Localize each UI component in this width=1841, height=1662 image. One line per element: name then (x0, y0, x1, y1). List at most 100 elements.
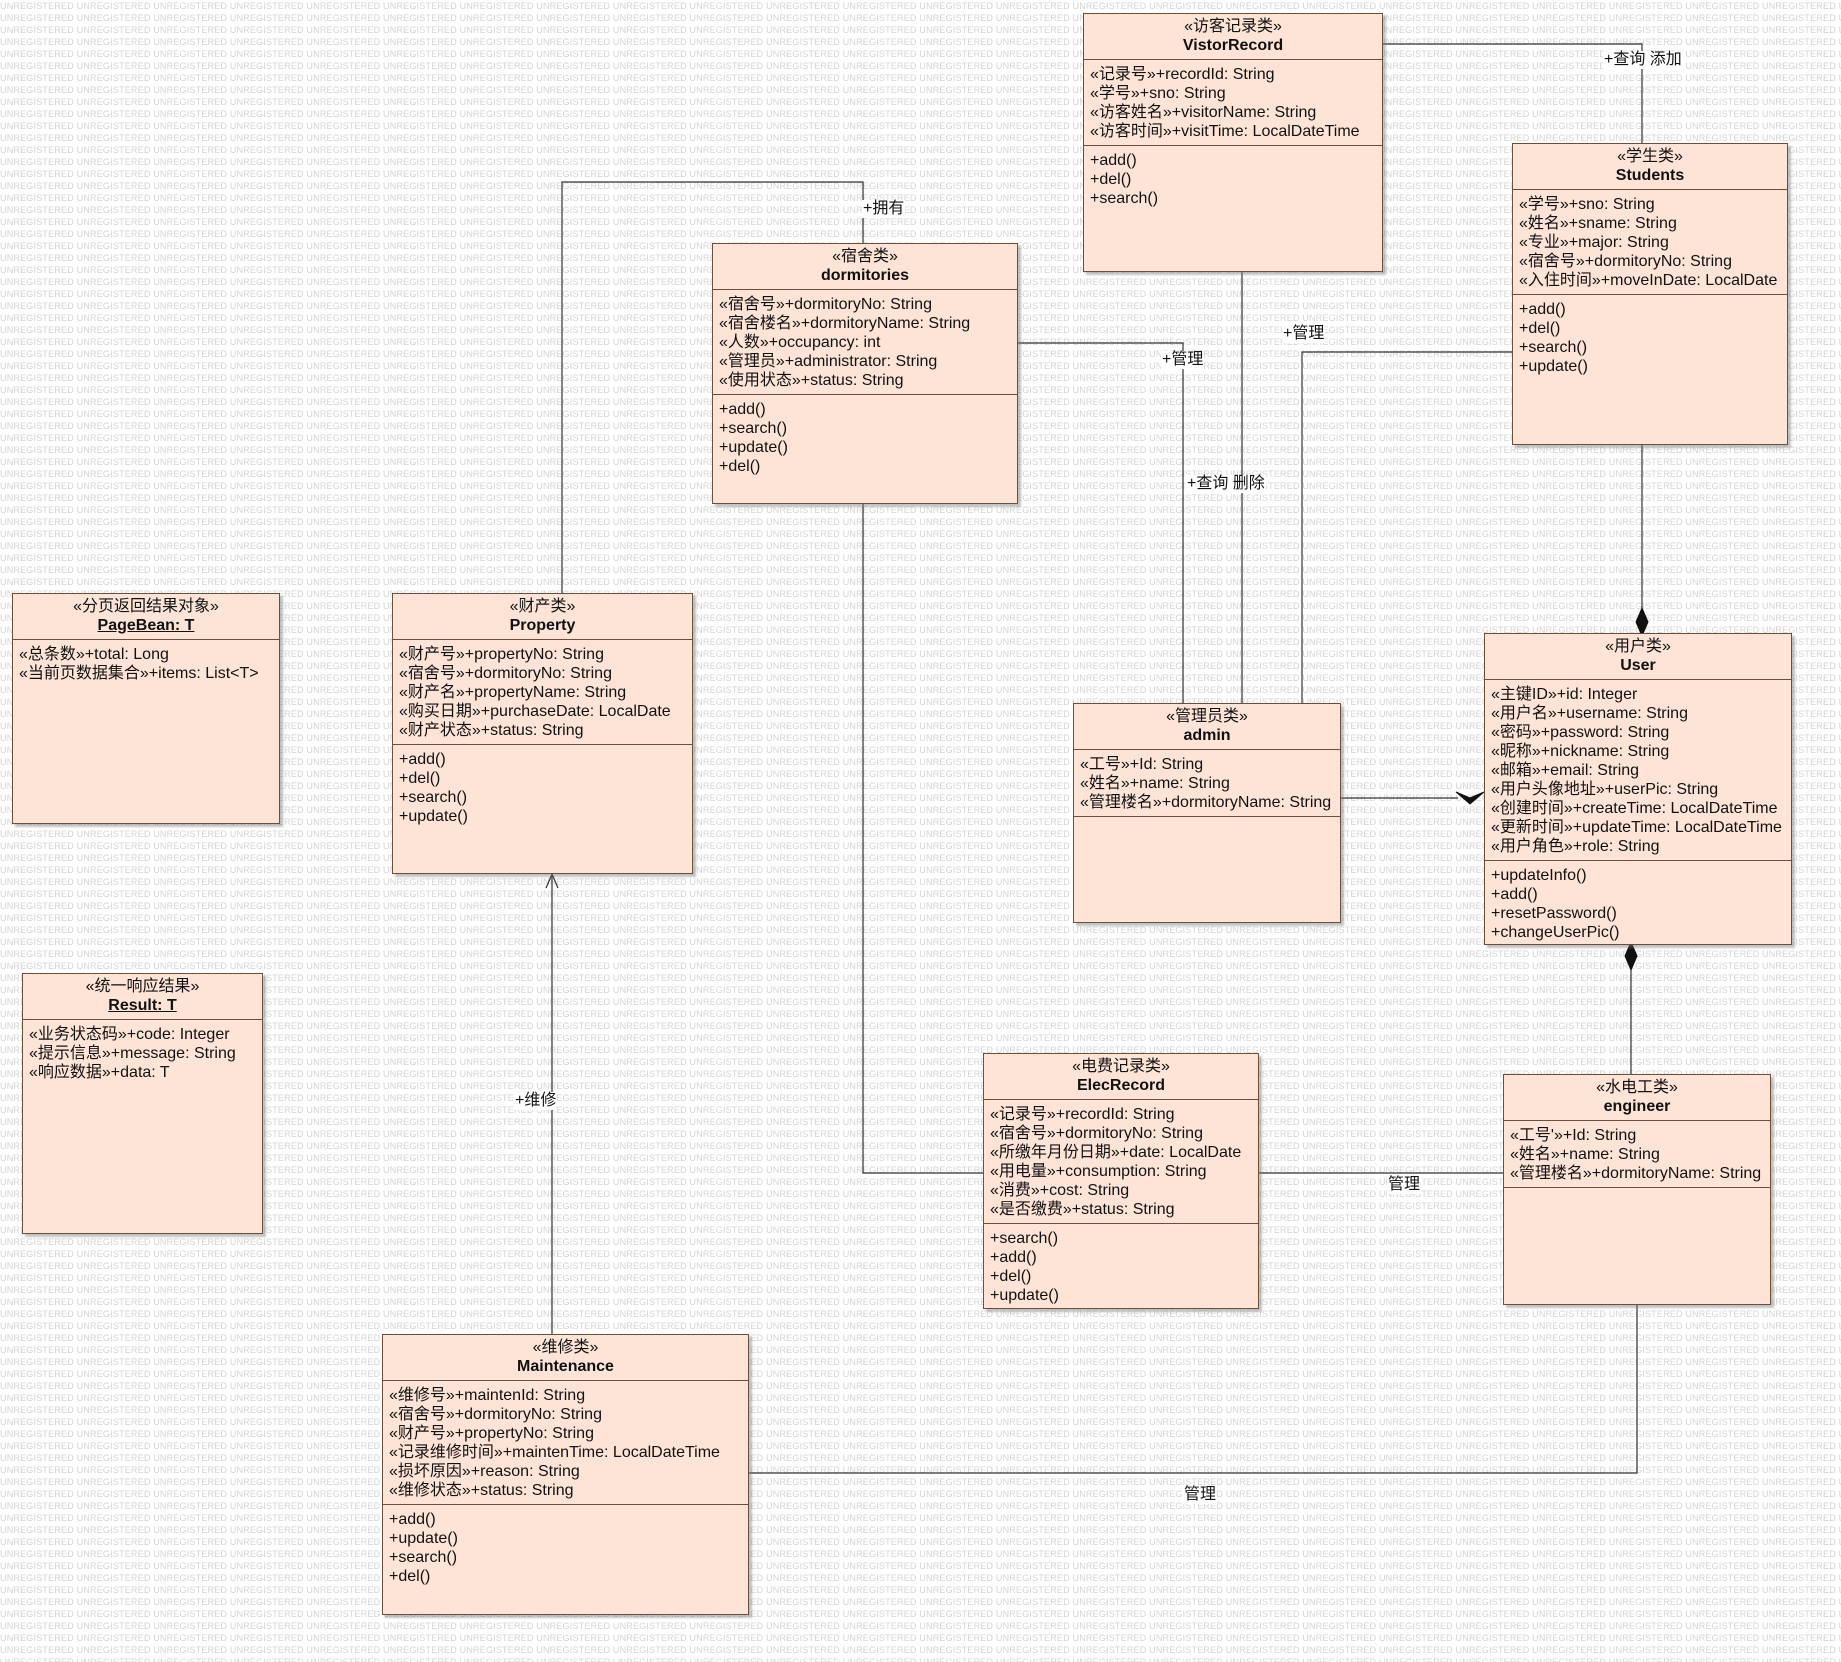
composition-diamond-students-user (1635, 606, 1649, 638)
operation: +del() (399, 770, 441, 787)
class-stereotype: «分页返回结果对象» (73, 598, 219, 615)
class-stereotype: «统一响应结果» (85, 978, 200, 995)
attribute: «姓名»+name: String (1080, 775, 1230, 792)
edge-visitor-students (1383, 43, 1643, 143)
operations-section (1074, 817, 1340, 826)
composition-diamond-engineer-user (1624, 940, 1638, 972)
operation: +resetPassword() (1491, 905, 1617, 922)
class-maintenance[interactable]: «维修类» Maintenance «维修号»+maintenId: Strin… (382, 1334, 749, 1615)
attribute: «业务状态码»+code: Integer (29, 1026, 230, 1043)
attribute: «财产名»+propertyName: String (399, 684, 627, 701)
attribute: «响应数据»+data: T (29, 1064, 170, 1081)
class-engineer[interactable]: «水电工类» engineer «工号'»+Id: String «姓名»+na… (1503, 1074, 1771, 1305)
attributes-section: «学号»+sno: String «姓名»+sname: String «专业»… (1513, 190, 1787, 295)
class-header: «用户类» User (1485, 634, 1791, 680)
class-name: Students (1615, 167, 1685, 184)
class-stereotype: «财产类» (509, 598, 576, 615)
attribute: «是否缴费»+status: String (990, 1201, 1175, 1218)
class-name: ElecRecord (1076, 1077, 1166, 1094)
attributes-section: «主键ID»+id: Integer «用户名»+username: Strin… (1485, 680, 1791, 861)
attributes-section: «宿舍号»+dormitoryNo: String «宿舍楼名»+dormito… (713, 290, 1017, 395)
attribute: «管理楼名»+dormitoryName: String (1080, 794, 1332, 811)
class-elecrecord[interactable]: «电费记录类» ElecRecord «记录号»+recordId: Strin… (983, 1053, 1259, 1309)
attribute: «提示信息»+message: String (29, 1045, 236, 1062)
attribute: «邮箱»+email: String (1491, 762, 1640, 779)
operations-section: +add() +update() +search() +del() (383, 1505, 748, 1590)
attribute: «用户名»+username: String (1491, 705, 1688, 722)
attribute: «当前页数据集合»+items: List<T> (19, 665, 259, 682)
operation: +search() (1090, 190, 1159, 207)
attribute: «所缴年月份日期»+date: LocalDate (990, 1144, 1242, 1161)
class-name: Maintenance (517, 1358, 614, 1375)
class-students[interactable]: «学生类» Students «学号»+sno: String «姓名»+sna… (1512, 143, 1788, 445)
class-stereotype: «维修类» (532, 1339, 599, 1356)
attribute: «管理楼名»+dormitoryName: String (1510, 1165, 1762, 1182)
class-vistorrecord[interactable]: «访客记录类» VistorRecord «记录号»+recordId: Str… (1083, 13, 1383, 272)
attribute: «财产号»+propertyNo: String (399, 646, 604, 663)
class-stereotype: «电费记录类» (1072, 1058, 1170, 1075)
class-property[interactable]: «财产类» Property «财产号»+propertyNo: String … (392, 593, 693, 874)
operations-section: +updateInfo() +add() +resetPassword() +c… (1485, 861, 1791, 946)
operation: +add() (719, 401, 766, 418)
class-name: dormitories (820, 267, 909, 284)
edge-dormitories-elec (862, 504, 983, 1174)
operation: +changeUserPic() (1491, 924, 1620, 941)
attribute: «宿舍楼名»+dormitoryName: String (719, 315, 971, 332)
edge-dormitories-admin (1017, 342, 1184, 703)
operation: +update() (1519, 358, 1588, 375)
class-user[interactable]: «用户类» User «主键ID»+id: Integer «用户名»+user… (1484, 633, 1792, 945)
class-header: «统一响应结果» Result: T (23, 974, 262, 1020)
class-header: «水电工类» engineer (1504, 1075, 1770, 1121)
operation: +update() (389, 1530, 458, 1547)
class-header: «财产类» Property (393, 594, 692, 640)
attributes-section: «维修号»+maintenId: String «宿舍号»+dormitoryN… (383, 1381, 748, 1505)
class-name: Property (509, 617, 576, 634)
attribute: «工号»+Id: String (1080, 756, 1204, 773)
attribute: «学号»+sno: String (1519, 196, 1655, 213)
class-stereotype: «访客记录类» (1184, 18, 1282, 35)
attribute: «更新时间»+updateTime: LocalDateTime (1491, 819, 1782, 836)
arrowhead-maintenance-property (545, 872, 559, 889)
operation: +del() (1519, 320, 1561, 337)
attribute: «损坏原因»+reason: String (389, 1463, 580, 1480)
class-name: User (1620, 657, 1656, 674)
class-admin[interactable]: «管理员类» admin «工号»+Id: String «姓名»+name: … (1073, 703, 1341, 923)
operation: +updateInfo() (1491, 867, 1587, 884)
operation: +del() (389, 1568, 431, 1585)
class-dormitories[interactable]: «宿舍类» dormitories «宿舍号»+dormitoryNo: Str… (712, 243, 1018, 504)
operation: +add() (990, 1249, 1037, 1266)
class-header: «宿舍类» dormitories (713, 244, 1017, 290)
attributes-section: «工号»+Id: String «姓名»+name: String «管理楼名»… (1074, 750, 1340, 817)
class-name: engineer (1603, 1098, 1671, 1115)
class-pagebean[interactable]: «分页返回结果对象» PageBean: T «总条数»+total: Long… (12, 593, 280, 824)
attributes-section: «记录号»+recordId: String «宿舍号»+dormitoryNo… (984, 1100, 1258, 1224)
attribute: «用电量»+consumption: String (990, 1163, 1207, 1180)
operation: +update() (719, 439, 788, 456)
attribute: «宿舍号»+dormitoryNo: String (1519, 253, 1732, 270)
operation: +del() (1090, 171, 1132, 188)
attribute: «创建时间»+createTime: LocalDateTime (1491, 800, 1778, 817)
attribute: «管理员»+administrator: String (719, 353, 938, 370)
operation: +search() (719, 420, 788, 437)
attribute: «记录维修时间»+maintenTime: LocalDateTime (389, 1444, 720, 1461)
attribute: «宿舍号»+dormitoryNo: String (719, 296, 932, 313)
operation: +search() (399, 789, 468, 806)
class-header: «分页返回结果对象» PageBean: T (13, 594, 279, 640)
attribute: «财产状态»+status: String (399, 722, 584, 739)
class-result[interactable]: «统一响应结果» Result: T «业务状态码»+code: Integer… (22, 973, 263, 1234)
operations-section (1504, 1188, 1770, 1197)
class-stereotype: «学生类» (1617, 148, 1683, 165)
class-header: «电费记录类» ElecRecord (984, 1054, 1258, 1100)
class-stereotype: «水电工类» (1596, 1079, 1678, 1096)
operation: +update() (990, 1287, 1059, 1304)
edge-label-maintenance-engineer: 管理 (1183, 1486, 1218, 1504)
operations-section: +add() +del() +search() (1084, 146, 1382, 212)
attribute: «姓名»+name: String (1510, 1146, 1660, 1163)
attribute: «宿舍号»+dormitoryNo: String (399, 665, 612, 682)
class-name: admin (1183, 727, 1231, 744)
attribute: «维修状态»+status: String (389, 1482, 574, 1499)
attributes-section: «业务状态码»+code: Integer «提示信息»+message: St… (23, 1020, 262, 1086)
edge-label-maintenance-property: +维修 (514, 1092, 558, 1110)
attribute: «昵称»+nickname: String (1491, 743, 1670, 760)
attribute: «入住时间»+moveInDate: LocalDate (1519, 272, 1778, 289)
